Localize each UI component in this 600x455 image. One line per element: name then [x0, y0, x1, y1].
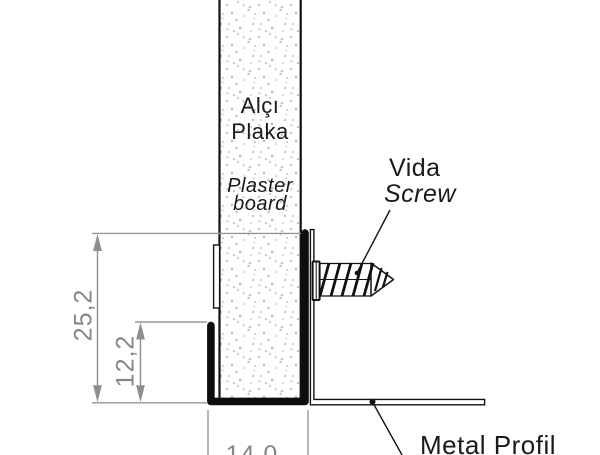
profile-leader-line — [371, 401, 403, 455]
screw-leader-dot — [354, 270, 360, 276]
plasterboard-label-english: Plaster board — [199, 175, 321, 215]
front-clip-plate — [212, 244, 221, 309]
screw-threads — [318, 262, 375, 297]
metal-profile-label-turkish: Metal Profil — [420, 430, 557, 455]
plasterboard-en-line1: Plaster — [227, 175, 293, 197]
plasterboard-en-line2: board — [233, 193, 287, 215]
dimension-value-back-flange: 25,2 — [69, 288, 98, 342]
screw-drawing — [311, 260, 395, 301]
screw-tip-threads — [373, 267, 389, 292]
arrowhead-up-icon — [136, 322, 145, 340]
dimension-value-front-flange: 12,2 — [111, 334, 140, 388]
arrowhead-down-icon — [136, 385, 145, 403]
dimension-extension-lines — [92, 232, 309, 455]
plasterboard-edges — [218, 0, 302, 398]
profile-leader-dot — [369, 398, 376, 405]
screw-label-english: Screw — [384, 180, 456, 208]
screw-tip — [370, 262, 395, 297]
carrier-l-profile — [309, 228, 486, 406]
plasterboard-label-line1: Alçı — [240, 93, 280, 118]
screw-leader-line — [356, 209, 391, 274]
plasterboard-core — [220, 0, 300, 398]
screw-label-turkish: Vida — [389, 154, 441, 182]
arrowhead-down-icon — [93, 385, 102, 403]
arrowhead-up-icon — [93, 233, 102, 251]
screw-label: Vida Screw — [384, 155, 456, 207]
shadow-gap-j-profile — [207, 229, 309, 406]
plasterboard-label-turkish: Alçı Plaka — [199, 93, 321, 145]
dimension-value-base-width: 14,0 — [225, 441, 279, 455]
plasterboard-label-line2: Plaka — [231, 119, 289, 144]
metal-profile-label: Metal Profil — [420, 430, 556, 455]
